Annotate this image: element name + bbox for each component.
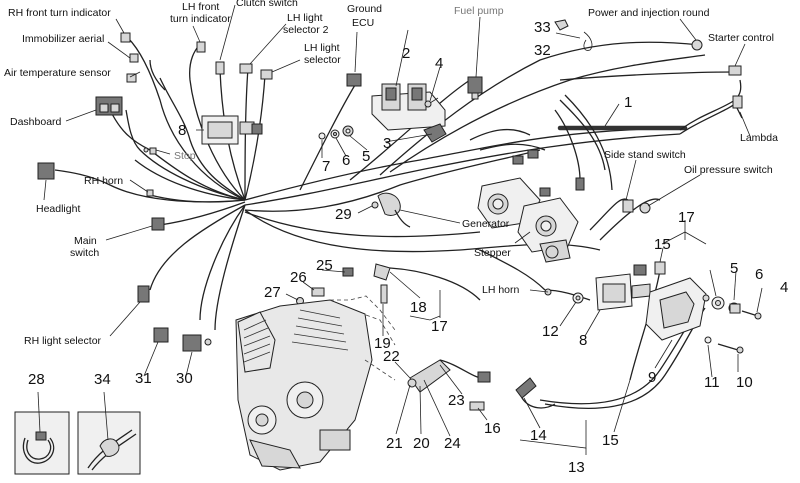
clamp-box-34 xyxy=(77,411,141,475)
label-air-temperature-sensor: Air temperature sensor xyxy=(4,67,111,79)
label-clutch-switch: Clutch switch xyxy=(236,0,298,9)
label-switch: switch xyxy=(70,247,99,259)
leader-lines xyxy=(37,4,763,455)
part-number-12: 12 xyxy=(542,323,559,340)
label-dashboard: Dashboard xyxy=(10,116,62,128)
label-lambda: Lambda xyxy=(740,132,778,144)
label-fuel-pump: Fuel pump xyxy=(454,5,504,17)
engine xyxy=(235,299,373,471)
label-stop: Stop xyxy=(174,150,196,162)
part-8-relay-top xyxy=(201,115,263,145)
reference-dashes xyxy=(330,295,396,381)
part-number-11: 11 xyxy=(704,374,720,391)
part-number-1: 1 xyxy=(624,94,632,111)
part-number-24: 24 xyxy=(444,435,461,452)
label-oil-pressure-switch: Oil pressure switch xyxy=(684,164,773,176)
part-numbers: 1 2 3 4 4 5 5 6 6 7 8 8 9 10 11 12 13 14… xyxy=(28,19,788,476)
part-number-16: 16 xyxy=(484,420,501,437)
label-rh-light-selector: RH light selector xyxy=(24,335,102,347)
part-2-bracket xyxy=(371,83,446,131)
label-power-injection-round: Power and injection round xyxy=(588,7,710,19)
label-side-stand-switch: Side stand switch xyxy=(604,149,686,161)
part-number-10: 10 xyxy=(736,374,753,391)
label-ecu: ECU xyxy=(352,17,374,29)
part-number-17-lower: 17 xyxy=(431,318,448,335)
part-number-14: 14 xyxy=(530,427,547,444)
part-number-32: 32 xyxy=(534,42,551,59)
part-number-21: 21 xyxy=(386,435,403,452)
part-number-28: 28 xyxy=(28,371,45,388)
part-number-29: 29 xyxy=(335,206,352,223)
part-number-20: 20 xyxy=(413,435,430,452)
part-9-bracket xyxy=(645,277,710,341)
part-number-19: 19 xyxy=(374,335,391,352)
label-headlight: Headlight xyxy=(36,203,80,215)
part-number-4-right: 4 xyxy=(780,279,788,296)
part-number-27: 27 xyxy=(264,284,281,301)
part-number-15-bottom: 15 xyxy=(602,432,619,449)
label-stepper: Stepper xyxy=(474,247,511,259)
connectors xyxy=(37,32,743,411)
part-number-23: 23 xyxy=(448,392,465,409)
part-number-17-top: 17 xyxy=(678,209,695,226)
label-lh-front-turn-1: LH front xyxy=(182,1,219,13)
label-rh-front-turn-indicator: RH front turn indicator xyxy=(8,7,111,19)
part-number-8-top: 8 xyxy=(178,122,186,139)
label-generator: Generator xyxy=(462,218,510,230)
part-4-screw-top xyxy=(424,97,439,108)
label-immobilizer-aerial: Immobilizer aerial xyxy=(22,33,104,45)
label-ground: Ground xyxy=(347,3,382,15)
part-number-34: 34 xyxy=(94,371,111,388)
part-number-25: 25 xyxy=(316,257,333,274)
part-number-4-top: 4 xyxy=(435,55,443,72)
part-number-6-top: 6 xyxy=(342,152,350,169)
part-number-26: 26 xyxy=(290,269,307,286)
part-number-31: 31 xyxy=(135,370,152,387)
part-number-9: 9 xyxy=(648,369,656,386)
part-8-relay-right xyxy=(595,273,651,311)
part-number-3: 3 xyxy=(383,135,391,152)
part-number-22: 22 xyxy=(383,348,400,365)
part-number-18: 18 xyxy=(410,299,427,316)
hardware-right xyxy=(704,296,762,354)
label-main: Main xyxy=(74,235,97,247)
part-number-7: 7 xyxy=(322,158,330,175)
label-lh-light-selector-b: selector xyxy=(304,54,341,66)
part-number-2: 2 xyxy=(402,45,410,62)
label-lh-light-selector-2-b: selector 2 xyxy=(283,24,329,36)
label-starter-control: Starter control xyxy=(708,32,774,44)
part-number-33: 33 xyxy=(534,19,551,36)
label-rh-horn: RH horn xyxy=(84,175,123,187)
part-number-6-right: 6 xyxy=(755,266,763,283)
text-labels: RH front turn indicator LH front turn in… xyxy=(4,0,778,347)
label-lh-light-selector-2-a: LH light xyxy=(287,12,323,24)
throttle-bodies xyxy=(477,177,579,263)
clamp-box-28 xyxy=(14,411,70,475)
part-number-8-bottom: 8 xyxy=(579,332,587,349)
part-number-5-right: 5 xyxy=(730,260,738,277)
part-number-30: 30 xyxy=(176,370,193,387)
part-number-13: 13 xyxy=(568,459,585,476)
washers-top xyxy=(318,123,447,143)
label-lh-horn: LH horn xyxy=(482,284,520,296)
part-number-15-top: 15 xyxy=(654,236,671,253)
label-lh-front-turn-2: turn indicator xyxy=(170,13,231,25)
label-lh-light-selector-a: LH light xyxy=(304,42,340,54)
engine-fins xyxy=(243,309,349,363)
part-number-5-top: 5 xyxy=(362,148,370,165)
